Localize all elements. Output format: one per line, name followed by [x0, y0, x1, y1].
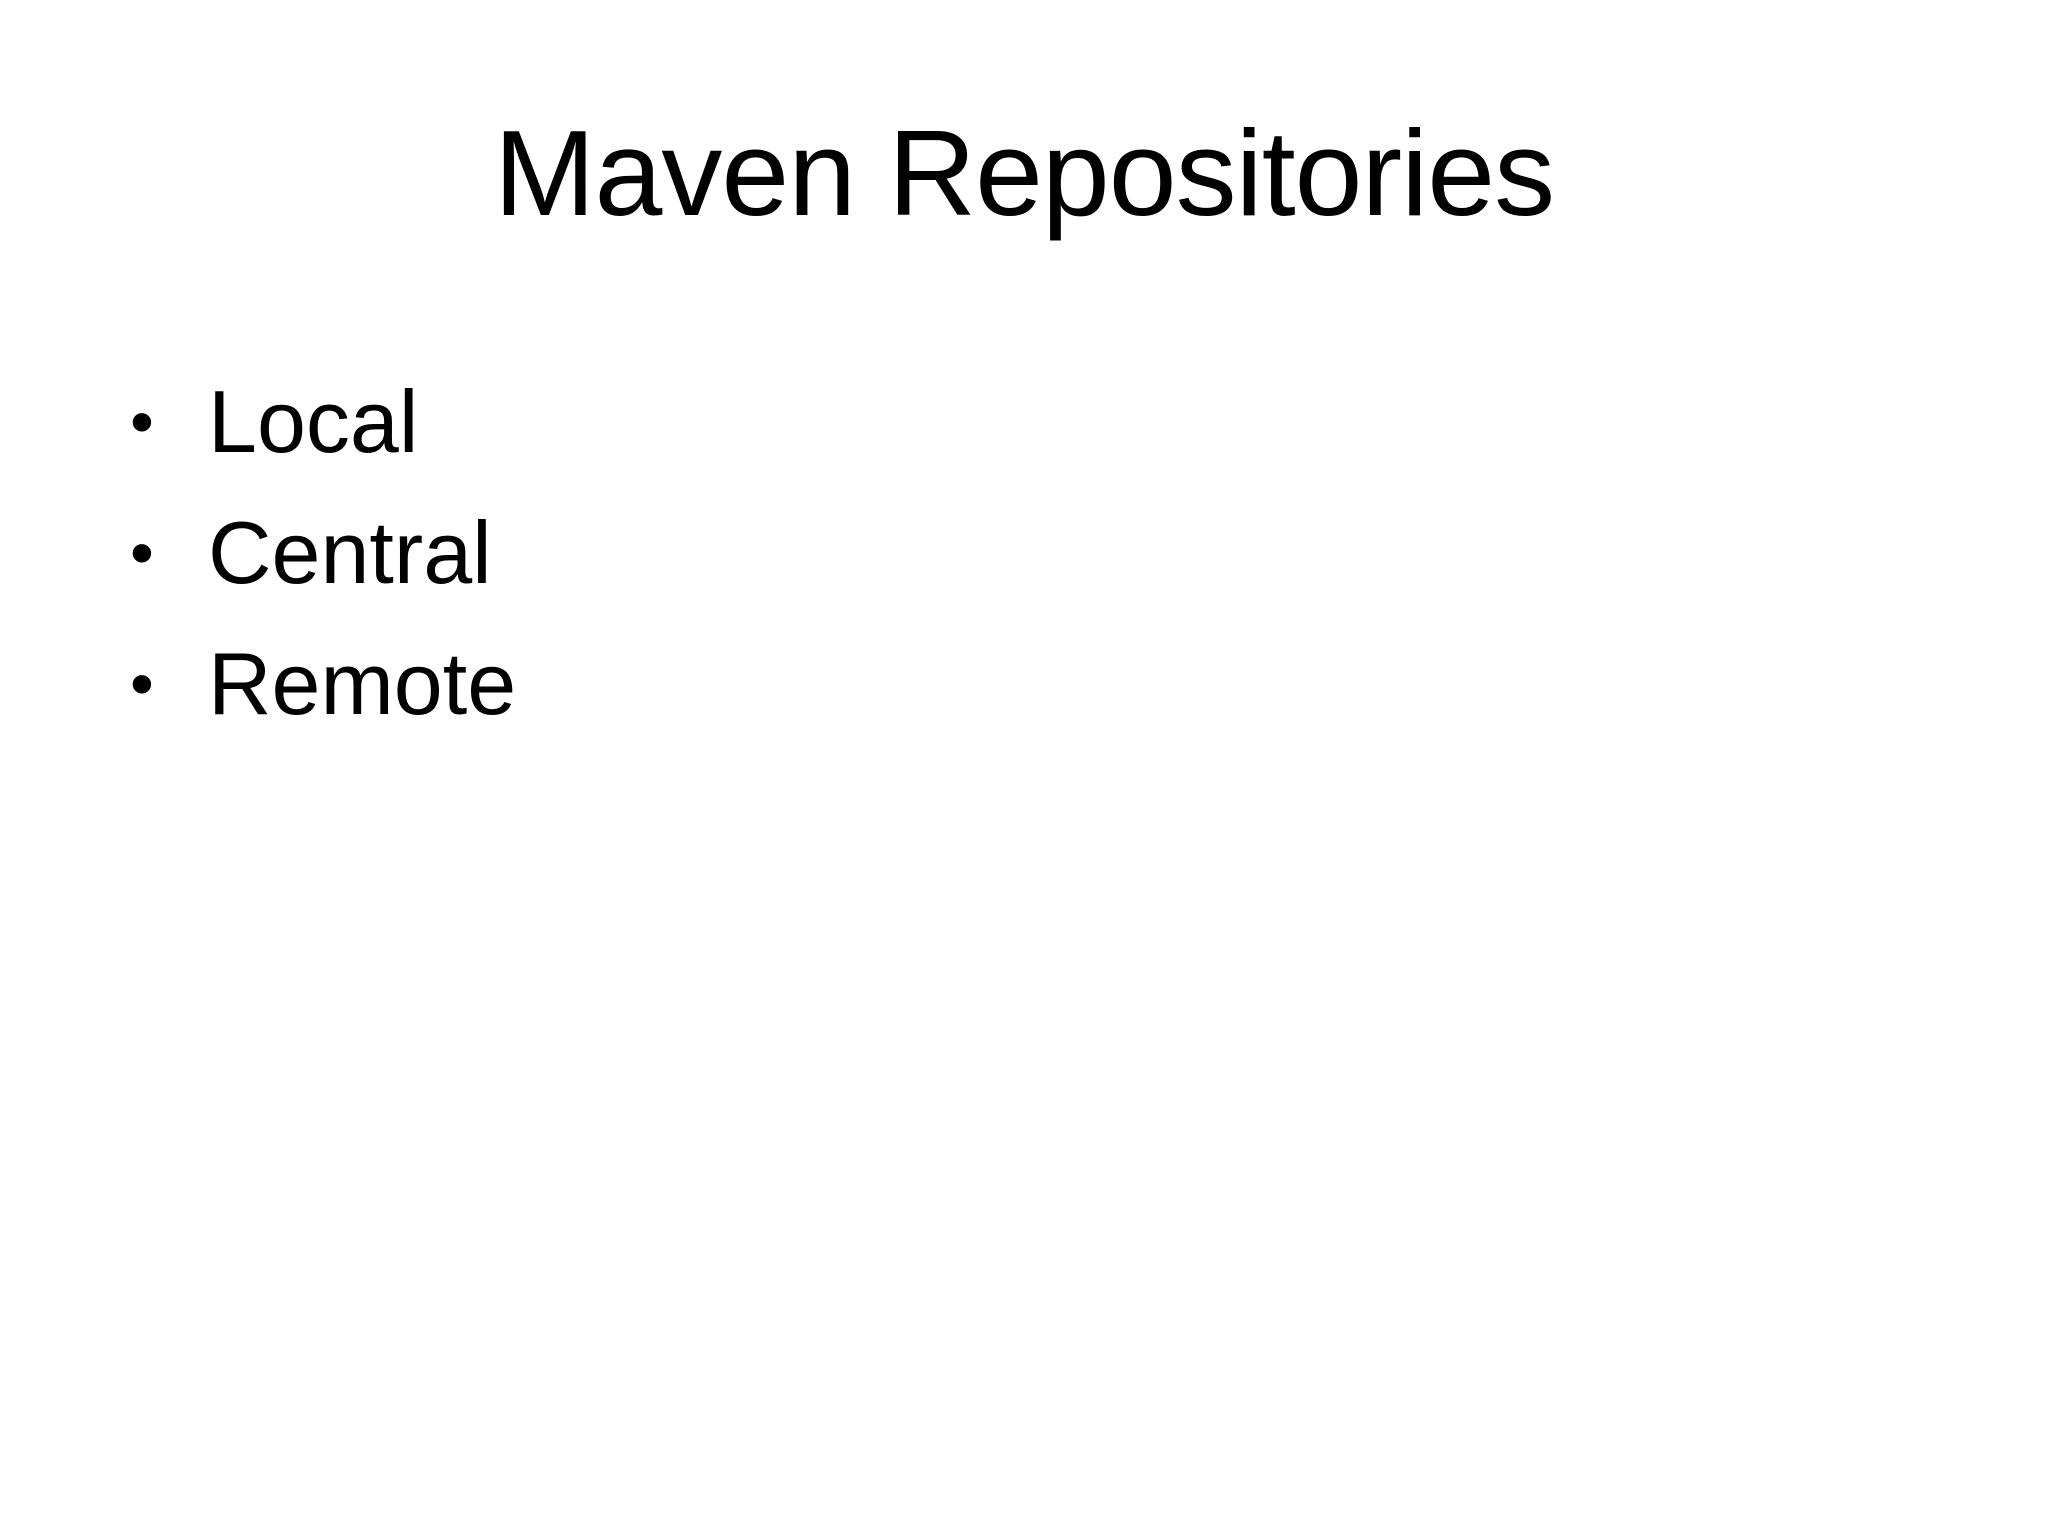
slide-title: Maven Repositories — [493, 105, 1555, 241]
bullet-label-local: Local — [208, 371, 419, 471]
bullet-list: • Local • Central • Remote — [128, 356, 516, 749]
bullet-icon: • — [130, 383, 154, 460]
bullet-label-central: Central — [208, 502, 492, 602]
list-item: • Remote — [128, 618, 516, 749]
bullet-icon: • — [130, 514, 154, 591]
bullet-icon: • — [130, 645, 154, 722]
bullet-label-remote: Remote — [208, 633, 517, 733]
list-item: • Local — [128, 356, 516, 487]
list-item: • Central — [128, 487, 516, 618]
